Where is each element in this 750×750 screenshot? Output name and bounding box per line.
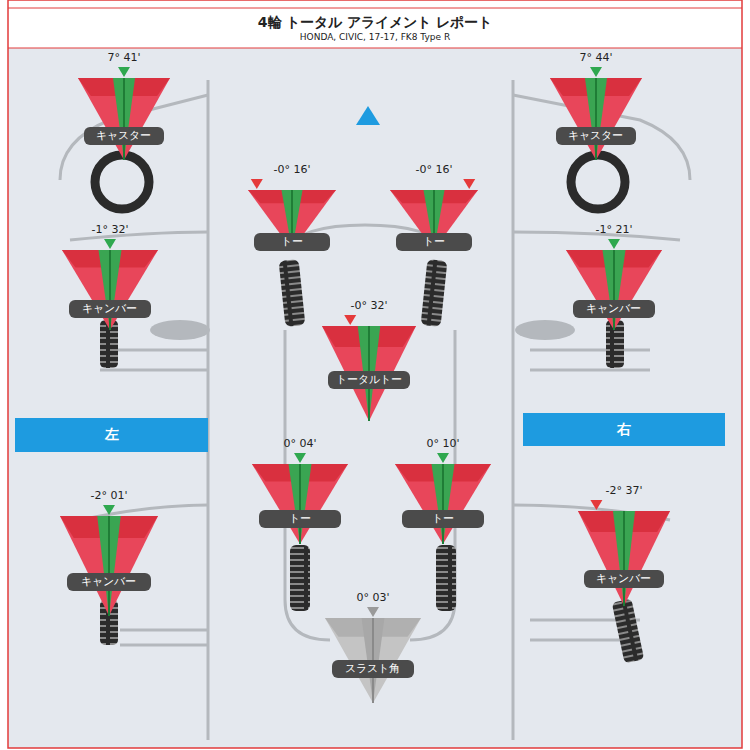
gauge-label: キャンバー bbox=[67, 573, 151, 591]
car-outline bbox=[60, 80, 690, 740]
gauge-pointer bbox=[294, 453, 306, 463]
report-frame bbox=[8, 0, 742, 748]
angle-value: -1° 32' bbox=[62, 222, 158, 238]
shadow bbox=[150, 320, 210, 340]
angle-value: 0° 10' bbox=[395, 436, 491, 452]
gauge-pointer bbox=[590, 67, 602, 77]
gauge-label: トー bbox=[254, 233, 330, 251]
gauge-pointer bbox=[608, 239, 620, 249]
report-ground bbox=[8, 48, 742, 748]
gauge-label: キャスター bbox=[556, 127, 635, 145]
side-band: 右 bbox=[523, 413, 725, 446]
gauge-pointer bbox=[463, 179, 475, 189]
alignment-gauge: 0° 03' スラスト角 bbox=[325, 590, 421, 703]
angle-value: -0° 16' bbox=[248, 162, 336, 178]
gauge-pointer bbox=[344, 315, 356, 325]
alignment-gauge: -2° 01' キャンバー bbox=[60, 488, 158, 616]
gauge-label: キャンバー bbox=[584, 570, 663, 588]
side-label: 右 bbox=[523, 413, 725, 446]
direction-arrow bbox=[356, 106, 380, 125]
gauge-fan bbox=[325, 590, 421, 703]
gauge-pointer bbox=[103, 505, 115, 515]
alignment-gauge: 0° 10' トー bbox=[395, 436, 491, 544]
alignment-gauge: -0° 16' トー bbox=[248, 162, 336, 250]
gauge-pointer bbox=[437, 453, 449, 463]
angle-value: 7° 41' bbox=[78, 50, 170, 66]
gauge-pointer bbox=[590, 500, 602, 510]
angle-value: -0° 32' bbox=[322, 298, 416, 314]
gauge-label: キャンバー bbox=[573, 300, 656, 318]
angle-value: -2° 01' bbox=[60, 488, 158, 504]
alignment-gauge: -0° 32' トータルトー bbox=[322, 298, 416, 421]
gauge-label: キャンバー bbox=[69, 300, 152, 318]
alignment-gauge: -1° 32' キャンバー bbox=[62, 222, 158, 330]
angle-value: 0° 04' bbox=[252, 436, 348, 452]
alignment-gauge: 0° 04' トー bbox=[252, 436, 348, 544]
gauge-fan bbox=[322, 298, 416, 421]
gauge-pointer bbox=[251, 179, 263, 189]
vehicle-label: HONDA, CIVIC, 17-17, FK8 Type R bbox=[0, 32, 750, 42]
gauge-label: トー bbox=[402, 510, 485, 528]
header-rule bbox=[8, 8, 742, 9]
gauge-label: キャスター bbox=[84, 127, 163, 145]
tire bbox=[95, 155, 644, 663]
gauge-label: トー bbox=[396, 233, 472, 251]
gauge-fan bbox=[60, 488, 158, 616]
side-band: 左 bbox=[15, 418, 208, 452]
gauge-label: トータルトー bbox=[328, 371, 410, 389]
gauge-label: スラスト角 bbox=[332, 660, 415, 678]
alignment-gauge: -0° 16' トー bbox=[390, 162, 478, 250]
alignment-gauge: 7° 41' キャスター bbox=[78, 50, 170, 160]
gauge-pointer bbox=[104, 239, 116, 249]
angle-value: -2° 37' bbox=[578, 483, 670, 499]
report-title: 4輪 トータル アライメント レポート bbox=[0, 14, 750, 32]
side-label: 左 bbox=[15, 418, 208, 452]
gauge-label: トー bbox=[259, 510, 342, 528]
alignment-gauge: 7° 44' キャスター bbox=[550, 50, 642, 160]
gauge-pointer bbox=[118, 67, 130, 77]
title-rule bbox=[8, 48, 742, 49]
shadow bbox=[515, 320, 575, 340]
angle-value: -0° 16' bbox=[390, 162, 478, 178]
angle-value: -1° 21' bbox=[566, 222, 662, 238]
alignment-gauge: -2° 37' キャンバー bbox=[578, 483, 670, 606]
alignment-gauge: -1° 21' キャンバー bbox=[566, 222, 662, 330]
angle-value: 0° 03' bbox=[325, 590, 421, 606]
gauge-pointer bbox=[367, 607, 379, 617]
angle-value: 7° 44' bbox=[550, 50, 642, 66]
